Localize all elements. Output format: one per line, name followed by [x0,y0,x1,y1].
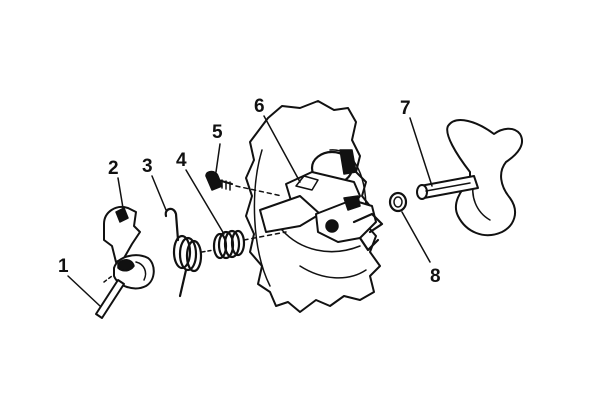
callout-7: 7 [400,98,411,119]
part-7-winding-key [416,119,524,237]
callout-6: 6 [254,96,265,117]
callout-3: 3 [142,156,153,177]
part-6-housing-plate [245,100,384,313]
part-2-latch-body [103,206,155,290]
part-4-coil-spring [212,229,287,260]
part-3-hook-spring [164,207,215,298]
callout-8: 8 [430,266,441,287]
callout-4: 4 [176,150,187,171]
callout-2: 2 [108,158,119,179]
callout-1: 1 [58,256,69,277]
part-5-screw [205,170,283,197]
part-8-ring-washer [388,191,408,213]
callout-leaders [67,115,433,307]
callout-5: 5 [212,122,223,143]
part-1-pin [95,275,125,319]
